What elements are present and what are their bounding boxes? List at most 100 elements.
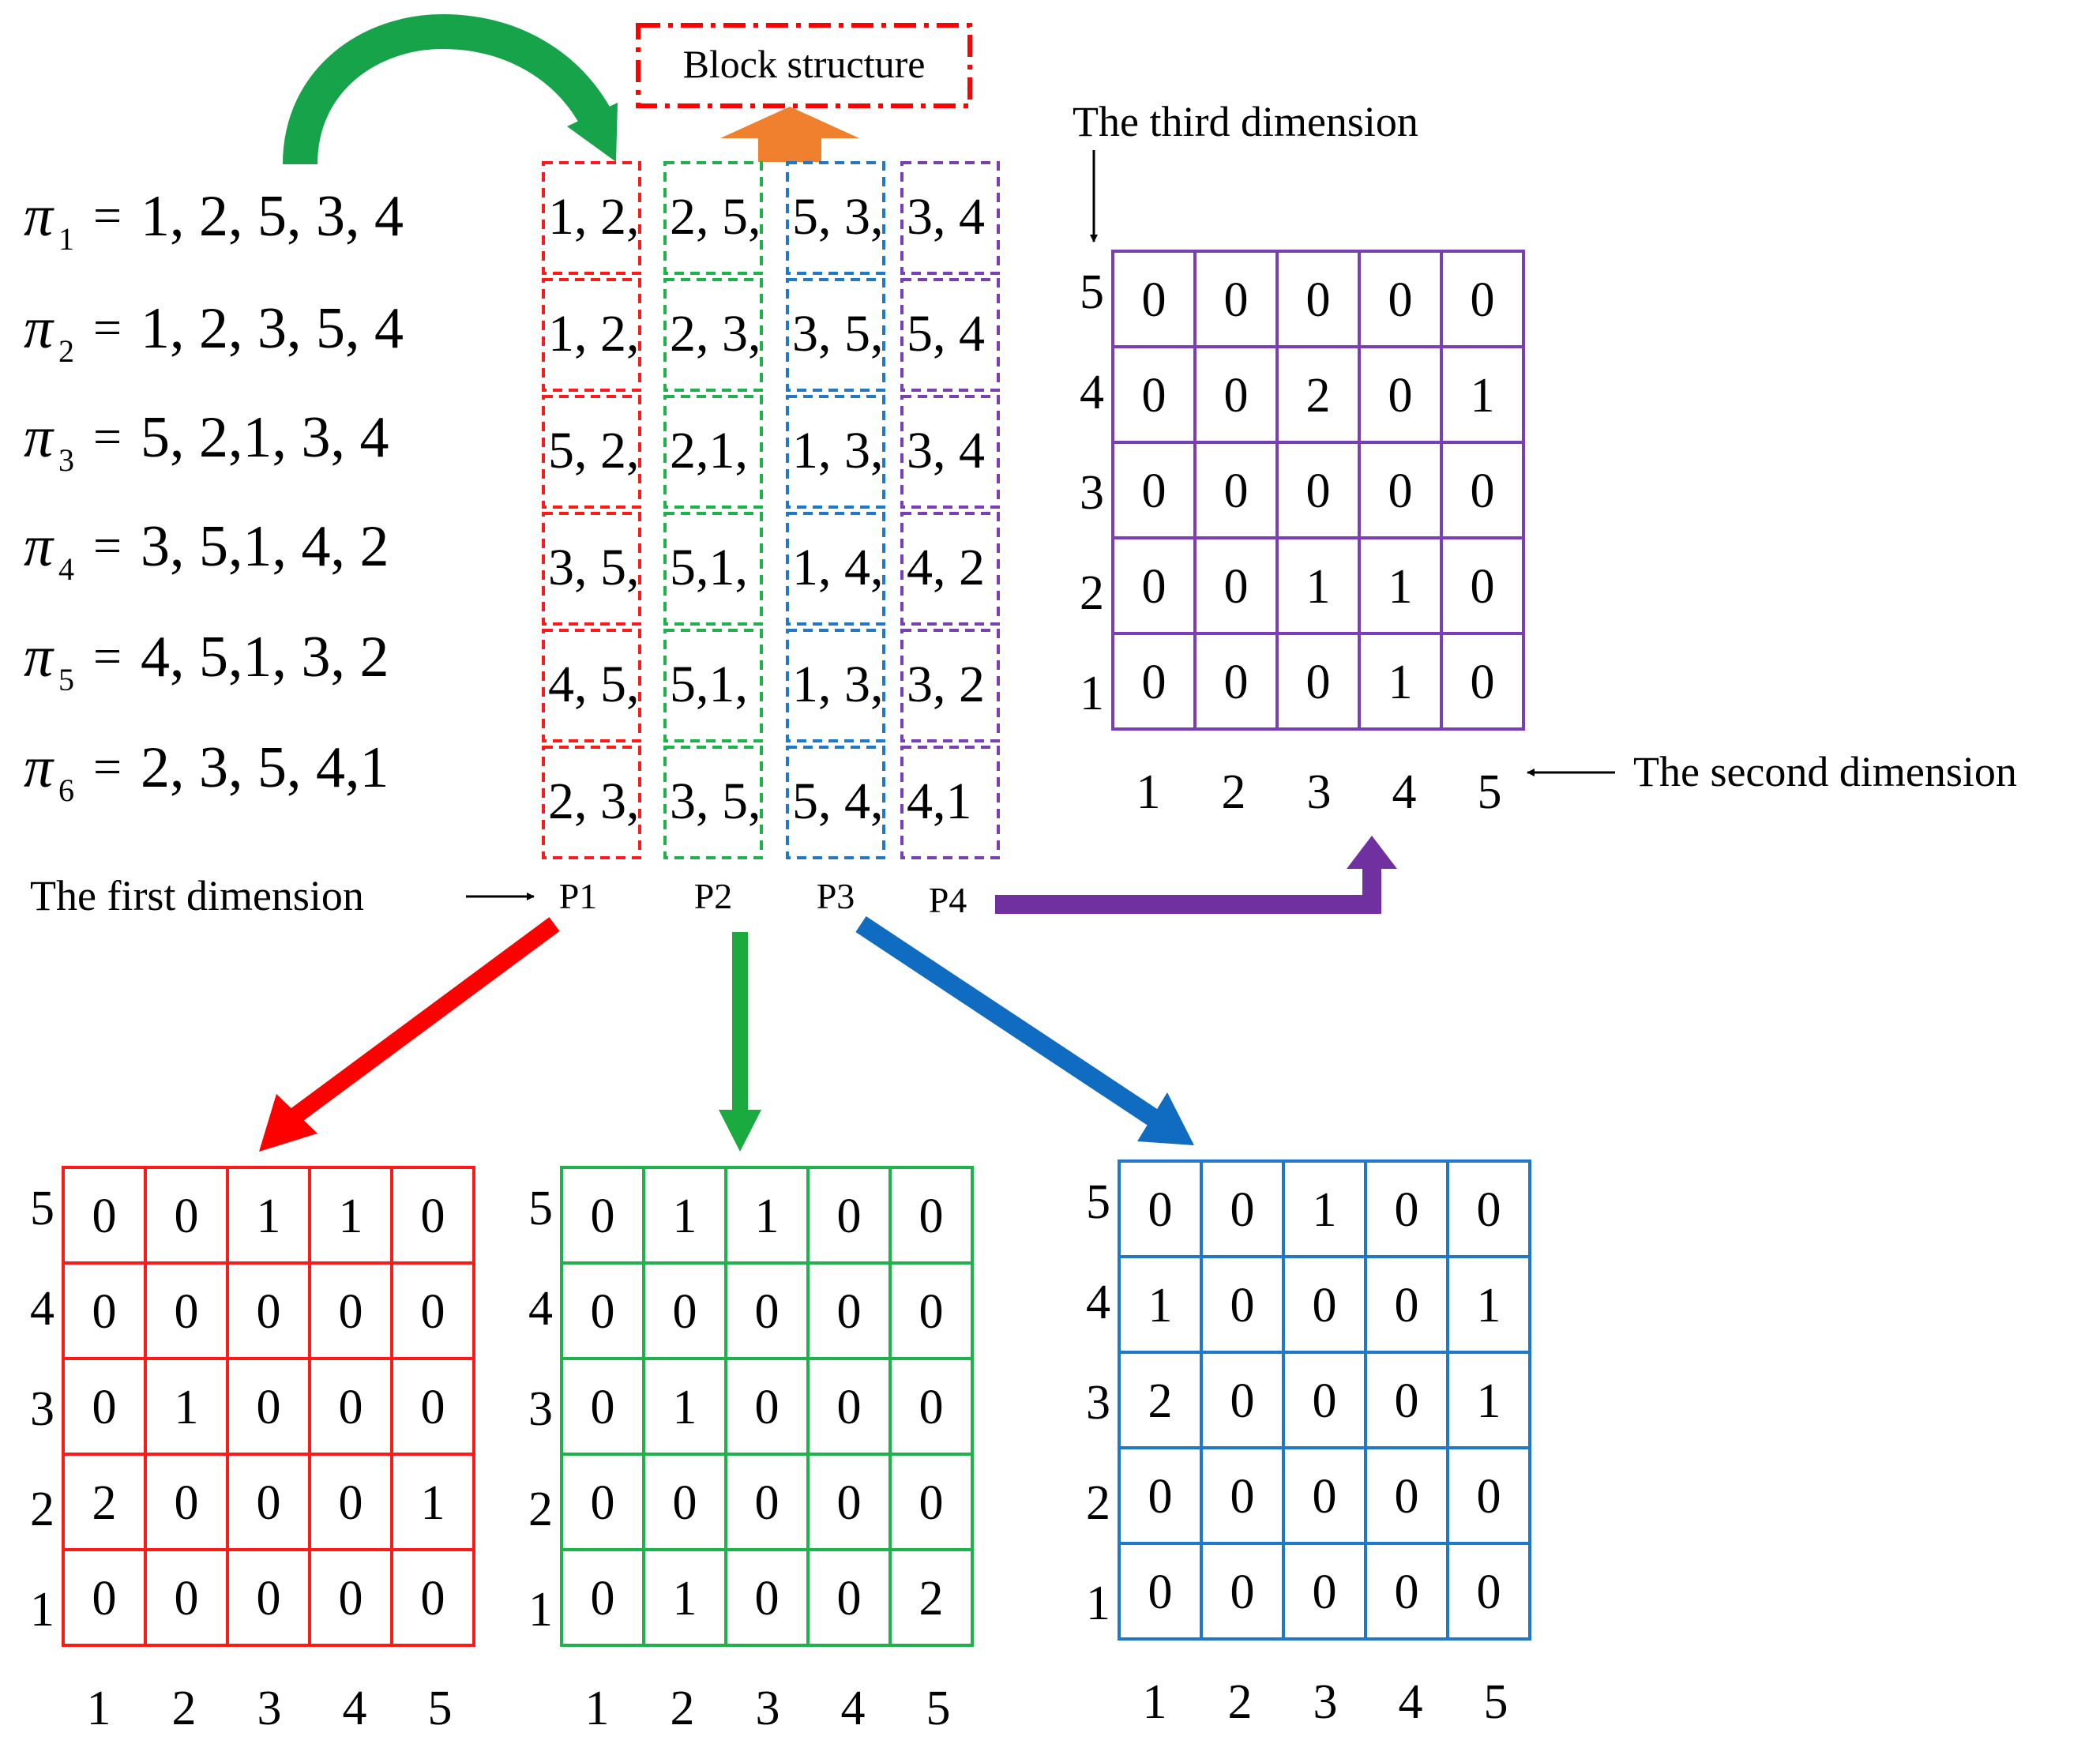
matrix-cell-value: 0 (837, 1190, 862, 1243)
matrix-cell-value: 0 (1471, 273, 1495, 327)
pi-symbol: π (24, 296, 54, 361)
matrix-cell-value: 2 (919, 1572, 944, 1626)
matrix-cell-value: 0 (1230, 1470, 1255, 1524)
block-cell: 5,1, (663, 629, 763, 742)
matrix-cell (1440, 632, 1525, 731)
matrix-cell-value: 0 (339, 1476, 363, 1530)
block-cell-text: 5,1, (670, 656, 748, 713)
block-cell: 1, 4, (786, 512, 885, 626)
block-cell-text: 2, 5, (670, 188, 761, 246)
matrix-cell-value: 0 (591, 1285, 615, 1339)
block-cell-text: 1, 2, (548, 188, 640, 246)
block-cell: 3, 5, (542, 512, 641, 626)
matrix-cell-value: 0 (1142, 656, 1166, 709)
matrix-cell-value: 0 (591, 1190, 615, 1243)
pi-index: 1 (58, 221, 74, 257)
pi-symbol: π (24, 625, 54, 690)
block-cell-border (900, 161, 1000, 275)
matrix-cell-value: 0 (837, 1476, 862, 1530)
permutation-row: π 6 = 2, 3, 5, 4,1 (24, 735, 389, 808)
equals-sign: = (93, 739, 122, 795)
block-cell: 5,1, (663, 512, 763, 626)
equals-sign: = (93, 628, 122, 684)
permutation-row: π 2 = 1, 2, 3, 5, 4 (24, 296, 404, 369)
block-cell-border (663, 512, 763, 626)
matrix-cell-value: 0 (1224, 560, 1249, 614)
matrix-cell-value: 1 (1477, 1374, 1501, 1428)
matrix-cell-value: 0 (1388, 464, 1413, 518)
matrix-col-label: 1 (87, 1682, 111, 1735)
matrix-col-label: 1 (1136, 765, 1161, 819)
matrix-cell-value: 0 (339, 1572, 363, 1626)
matrix-row-label: 3 (30, 1382, 54, 1436)
matrix-cell-value: 0 (1306, 656, 1331, 709)
matrix-col-label: 4 (841, 1682, 866, 1735)
matrix-cell (1446, 1542, 1531, 1641)
matrix-cell-value: 2 (1148, 1374, 1173, 1428)
block-cell: 3, 4 (900, 161, 1000, 275)
matrix-cell-value: 0 (1471, 560, 1495, 614)
matrix-cell-value: 0 (919, 1476, 944, 1530)
matrix-cell-value: 0 (92, 1190, 117, 1243)
block-cell: 4, 2 (900, 512, 1000, 626)
block-cell-border (786, 629, 885, 742)
matrix-cell-value: 0 (1142, 464, 1166, 518)
matrix-cell-value: 0 (1313, 1374, 1337, 1428)
pi-symbol: π (24, 735, 54, 800)
matrix-cell-value: 1 (421, 1476, 445, 1530)
block-cell-border (542, 512, 641, 626)
matrix-cell-value: 0 (92, 1285, 117, 1339)
matrix-row-label: 5 (528, 1182, 553, 1235)
block-cell-border (663, 395, 763, 509)
matrix-col-label: 3 (1313, 1675, 1338, 1729)
block-cell-text: 2,1, (670, 422, 748, 479)
block-cell-text: 3, 5, (670, 772, 761, 830)
block-label-p4: P4 (929, 880, 967, 920)
block-label-p1: P1 (559, 876, 598, 916)
matrix-col-label: 3 (257, 1682, 282, 1735)
permutation-row: π 3 = 5, 2,1, 3, 4 (24, 405, 389, 478)
block-cell-border (900, 278, 1000, 392)
block-cell-text: 4, 2 (907, 539, 985, 596)
matrix-cell-value: 0 (1395, 1279, 1419, 1332)
matrix-cell-value: 0 (1471, 464, 1495, 518)
matrix-cell-value: 0 (1230, 1183, 1255, 1237)
permutation-sequence: 1, 2, 3, 5, 4 (141, 296, 404, 361)
matrix-cell-value: 0 (421, 1285, 445, 1339)
block-structure-callout: Block structure (636, 23, 972, 108)
matrix-col-label: 5 (1484, 1675, 1508, 1729)
matrix-cell (888, 1548, 974, 1647)
block-cell-text: 4,1 (907, 772, 972, 830)
matrix-row-label: 3 (1080, 466, 1104, 520)
matrix-cell-value: 0 (175, 1190, 199, 1243)
matrix-cell-value: 0 (1471, 656, 1495, 709)
block-label-p3: P3 (817, 876, 855, 916)
block-cell: 5, 4, (786, 746, 885, 859)
matrix-row-label: 5 (1086, 1175, 1110, 1229)
matrix-cell-value: 0 (339, 1285, 363, 1339)
permutation-row: π 1 = 1, 2, 5, 3, 4 (24, 184, 404, 257)
matrix-cell-value: 0 (175, 1285, 199, 1339)
block-cell-text: 5, 4, (792, 772, 884, 830)
matrix-cell-value: 0 (1313, 1470, 1337, 1524)
block-cell: 2, 3, (663, 278, 763, 392)
matrix-cell-value: 0 (1224, 369, 1249, 423)
matrix-cell-value: 0 (1230, 1565, 1255, 1619)
matrix-cell-value: 0 (919, 1190, 944, 1243)
block-cell: 2,1, (663, 395, 763, 509)
matrix-cell-value: 0 (591, 1476, 615, 1530)
red-arrow-head (259, 1094, 317, 1152)
block-cell-border (900, 629, 1000, 742)
matrix-cell-value: 0 (257, 1285, 281, 1339)
matrix-cell-value: 0 (755, 1381, 780, 1434)
block-cell: 4, 5, (542, 629, 641, 742)
matrix-cell-value: 1 (1388, 560, 1413, 614)
blue-arrow-head (1137, 1092, 1194, 1145)
block-cell-text: 5, 3, (792, 188, 884, 246)
matrix-cell-value: 0 (1224, 464, 1249, 518)
matrix-row-label: 1 (1086, 1577, 1110, 1630)
matrix-cell-value: 1 (1471, 369, 1495, 423)
red-arrow-shaft (291, 917, 560, 1122)
matrix-col-label: 1 (1143, 1675, 1167, 1729)
matrix-cell-value: 0 (421, 1381, 445, 1434)
